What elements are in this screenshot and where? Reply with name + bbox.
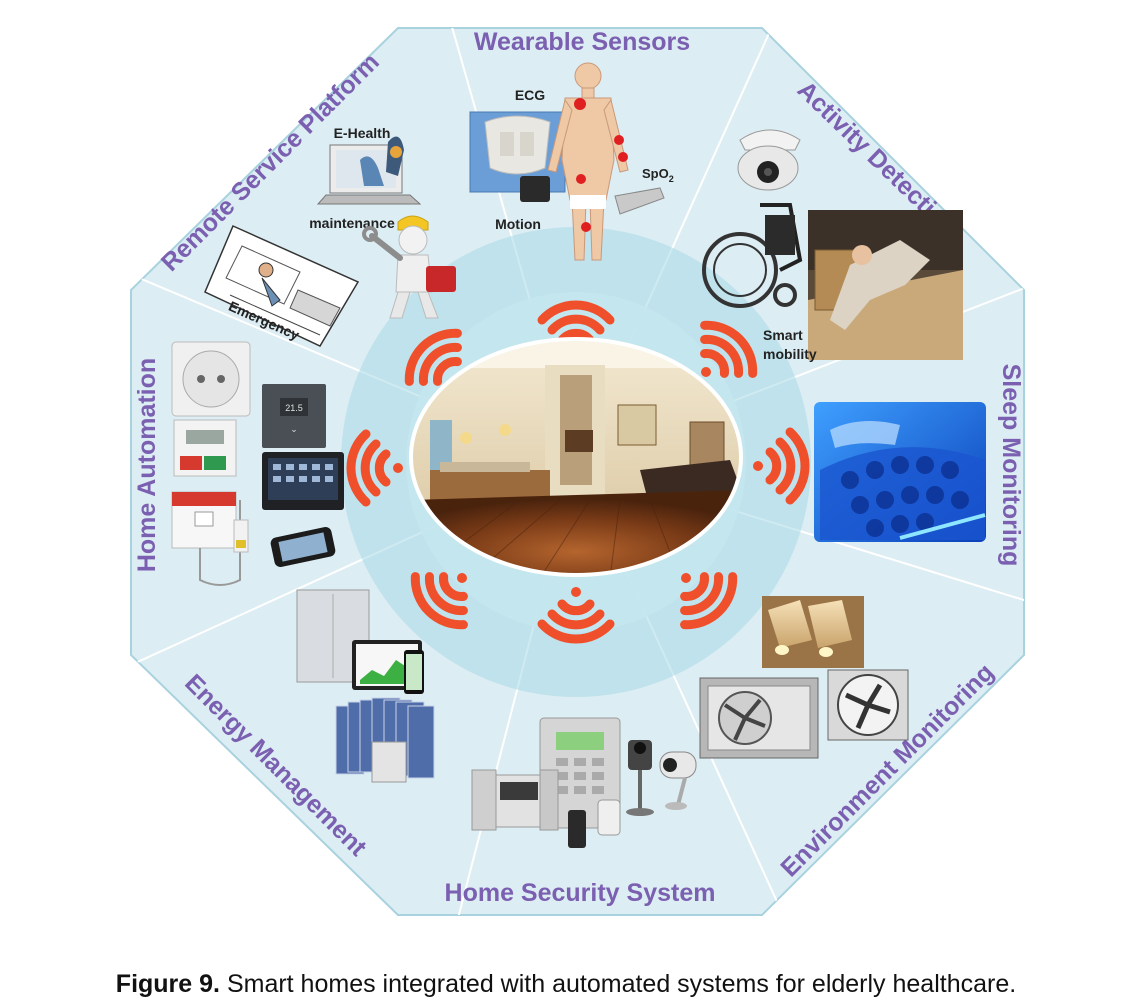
label-motion: Motion bbox=[495, 216, 541, 232]
pulse-oximeter-device bbox=[614, 187, 665, 215]
sector-title-home-automation: Home Automation bbox=[133, 358, 161, 572]
environment-monitoring-group bbox=[699, 596, 909, 759]
air-conditioner-unit bbox=[699, 677, 819, 759]
thermostat-switch: 21.5 ⌄ bbox=[262, 384, 326, 448]
sector-title-home-security-system: Home Security System bbox=[445, 879, 716, 907]
wifi-icon-top-right bbox=[700, 320, 758, 378]
bullet-camera bbox=[659, 751, 697, 810]
wifi-icon-left bbox=[346, 429, 403, 507]
fallen-elderly-photo bbox=[808, 210, 963, 360]
solar-inverter bbox=[371, 741, 407, 783]
label-smart: Smart bbox=[763, 327, 803, 343]
ceiling-lamps-photo bbox=[762, 596, 864, 668]
svg-text:⌄: ⌄ bbox=[290, 424, 298, 434]
label-ehealth: E-Health bbox=[334, 125, 391, 141]
emergency-ambulance-sketch bbox=[204, 225, 360, 347]
exhaust-fan bbox=[827, 669, 909, 741]
caption-label: Figure 9. bbox=[116, 970, 220, 998]
laptop-ehealth bbox=[316, 136, 422, 205]
motion-detector bbox=[597, 799, 621, 836]
label-mobility: mobility bbox=[763, 346, 817, 362]
energy-management-group bbox=[296, 589, 435, 783]
wifi-icon-top-left bbox=[404, 328, 462, 386]
remote-service-group: E-Health maintenance Emergency bbox=[204, 125, 456, 347]
motion-sensor-device bbox=[520, 176, 550, 202]
emergency-call-device bbox=[173, 419, 237, 477]
label-spo2: SpO2 bbox=[642, 166, 674, 184]
caption-text: Smart homes integrated with automated sy… bbox=[227, 970, 1016, 998]
wifi-icon-right bbox=[753, 427, 810, 505]
figure-caption: Figure 9. Smart homes integrated with au… bbox=[116, 970, 1016, 998]
control-panel-screen bbox=[262, 452, 344, 510]
smartphone-app bbox=[270, 526, 336, 568]
wifi-icon-bottom-left bbox=[410, 572, 468, 630]
pull-cord-alarm bbox=[171, 491, 249, 586]
cctv-camera bbox=[626, 740, 654, 816]
sector-title-sleep-monitoring: Sleep Monitoring bbox=[997, 364, 1025, 567]
thermostat-readout: 21.5 bbox=[285, 403, 303, 413]
wall-socket bbox=[171, 341, 251, 417]
wifi-icon-bottom-right bbox=[680, 572, 738, 630]
home-automation-group: 21.5 ⌄ bbox=[171, 341, 344, 586]
wifi-icon-bottom bbox=[537, 587, 615, 644]
keypad-panel bbox=[471, 769, 497, 831]
home-security-group bbox=[471, 717, 697, 848]
ecg-sensor-dot bbox=[574, 98, 586, 110]
sleep-monitoring-photo bbox=[814, 402, 986, 542]
activity-detection-group: Smart mobility bbox=[702, 129, 963, 362]
security-camera-dome bbox=[737, 129, 801, 191]
maintenance-worker bbox=[362, 215, 456, 319]
wifi-icons bbox=[346, 300, 810, 644]
wearable-sensors-group: ECG SpO2 Motion bbox=[469, 62, 674, 261]
label-ecg: ECG bbox=[515, 87, 545, 103]
sector-title-wearable-sensors: Wearable Sensors bbox=[474, 28, 690, 56]
label-maintenance: maintenance bbox=[309, 215, 395, 231]
remote-control bbox=[568, 810, 586, 848]
wheelchair-photo bbox=[702, 203, 803, 308]
